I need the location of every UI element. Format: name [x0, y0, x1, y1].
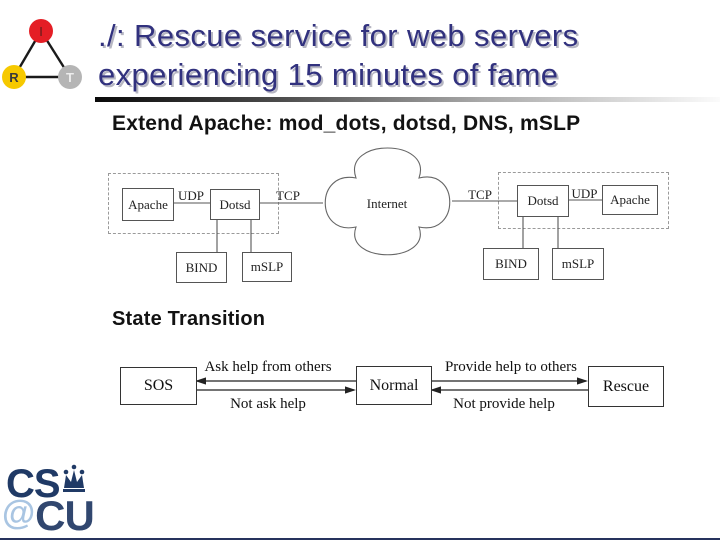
apache-box-left: Apache	[122, 188, 174, 221]
slide-title: ./: Rescue service for web servers exper…	[98, 16, 708, 94]
tcp-label-right: TCP	[468, 187, 492, 202]
tcp-label-left: TCP	[276, 188, 300, 203]
udp-label-right: UDP	[571, 186, 598, 201]
mslp-box-left: mSLP	[242, 252, 292, 282]
mslp-box-right: mSLP	[552, 248, 604, 280]
not-ask-help-label: Not ask help	[230, 396, 306, 412]
irt-triangle-logo	[12, 30, 72, 79]
normal-state-box: Normal	[356, 366, 432, 405]
csatcu-logo-cs: CS	[6, 462, 61, 506]
dotsd-box-right: Dotsd	[517, 185, 569, 217]
sos-state-box: SOS	[120, 367, 197, 405]
slide-title-line2: experiencing 15 minutes of fame	[98, 57, 559, 92]
logo-node-i	[29, 19, 53, 43]
logo-node-r-label: R	[9, 70, 19, 85]
title-underline-gradient	[95, 97, 720, 102]
internet-cloud-label: Internet	[366, 196, 408, 211]
logo-node-r	[2, 65, 26, 89]
logo-node-i-label: I	[39, 24, 43, 39]
logo-node-t-label: T	[66, 70, 74, 85]
rescue-state-box: Rescue	[588, 366, 664, 407]
dotsd-box-left: Dotsd	[210, 189, 260, 220]
provide-help-label: Provide help to others	[444, 359, 578, 375]
not-provide-help-label: Not provide help	[453, 396, 555, 412]
state-transition-heading: State Transition	[112, 308, 266, 330]
slide-title-line1: ./: Rescue service for web servers	[98, 18, 579, 53]
csatcu-logo-atcu: @CU	[2, 492, 95, 540]
columbia-crown-icon	[63, 464, 85, 492]
csatcu-logo-at: @	[2, 494, 36, 532]
slide-bottom-edge	[0, 538, 720, 540]
bind-box-right: BIND	[483, 248, 539, 280]
subtitle-extend-apache: Extend Apache: mod_dots, dotsd, DNS, mSL…	[112, 112, 581, 135]
apache-box-right: Apache	[602, 185, 658, 215]
csatcu-logo-cu: CU	[35, 492, 95, 539]
udp-label-left: UDP	[177, 188, 204, 203]
logo-node-t	[58, 65, 82, 89]
ask-help-label: Ask help from others	[204, 359, 332, 375]
bind-box-left: BIND	[176, 252, 227, 283]
